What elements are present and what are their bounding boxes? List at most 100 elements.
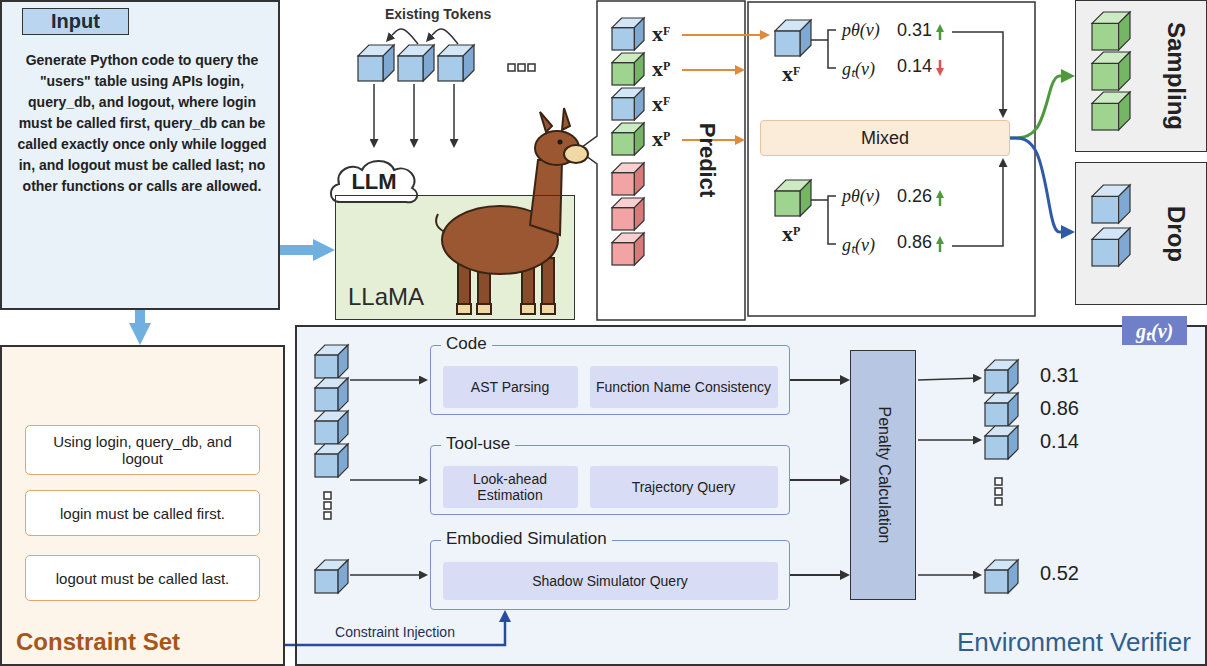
node-title: Embodied Simulation — [441, 529, 612, 549]
node-title: LLM — [351, 169, 396, 195]
llama-illustration — [457, 304, 471, 314]
ellipsis-icon — [528, 64, 535, 71]
node-title: gₜ(v) — [1122, 316, 1187, 345]
node-title: Sampling — [1162, 22, 1190, 130]
token-cube — [398, 45, 434, 81]
token-cube — [1092, 92, 1130, 130]
node-title: Trajectory Query — [632, 479, 736, 495]
process-box: Trajectory Query — [590, 466, 778, 508]
ellipsis-icon — [995, 478, 1002, 505]
node-title: Using login, query_db, and logout — [32, 433, 253, 467]
token-cube — [315, 421, 338, 444]
connector-arrow — [790, 379, 840, 381]
llama-illustration — [530, 160, 562, 235]
token-cube — [1008, 426, 1018, 459]
llama-illustration — [477, 304, 491, 314]
node-text: Generate Python code to query the "users… — [14, 50, 270, 197]
node-title: logout must be called last. — [56, 570, 229, 587]
tokens — [315, 12, 1130, 593]
token-cube — [1092, 52, 1130, 90]
tokens — [939, 244, 942, 252]
score-label: 0.31 — [897, 20, 932, 41]
constraint-box: logout must be called last. — [25, 555, 260, 601]
process-box: AST Parsing — [443, 366, 578, 408]
node-title: Mixed — [861, 128, 909, 149]
llama-illustration — [558, 140, 563, 145]
process-box: Shadow Simulator Query — [443, 562, 778, 600]
token-cube — [985, 426, 1018, 459]
model-box: LLaMA — [335, 195, 575, 320]
token-cube — [634, 123, 644, 155]
token-cube — [358, 45, 394, 81]
token-label: xF — [782, 64, 800, 84]
token-cube — [800, 20, 811, 56]
token-cube — [775, 31, 800, 56]
token-label: xP — [652, 129, 670, 149]
token-cube — [985, 403, 1008, 426]
predict-panel: Predict — [597, 0, 745, 320]
score-label: pθ(v) — [842, 20, 880, 41]
token-cube — [463, 45, 474, 81]
constraint-panel: Constraint SetUsing login, query_db, and… — [0, 345, 285, 666]
tokens — [939, 60, 942, 68]
token-cube — [1092, 103, 1119, 130]
token-cube — [338, 411, 348, 444]
token-cube — [1119, 185, 1130, 223]
token-cube — [383, 45, 394, 81]
node-title: Function Name Consistency — [596, 379, 771, 395]
ellipsis-icon — [508, 64, 535, 71]
token-cube — [1092, 196, 1119, 223]
node-title: Input — [22, 8, 129, 35]
token-cube — [315, 411, 348, 444]
tokens — [432, 29, 458, 44]
token-cube — [1008, 560, 1018, 593]
panel-fill — [1075, 162, 1207, 305]
tokens — [939, 198, 942, 206]
constraint-box: Using login, query_db, and logout — [25, 425, 260, 475]
token-cube — [775, 191, 800, 216]
tokens — [350, 574, 419, 576]
ellipsis-icon — [508, 64, 515, 71]
token-cube — [612, 28, 634, 50]
tokens — [918, 574, 973, 576]
tokens — [952, 167, 1003, 246]
bracket — [811, 196, 836, 244]
penalty-bar: Penalty Calculation — [850, 350, 916, 600]
score-label: gₜ(v) — [842, 56, 875, 80]
token-label: xP — [652, 59, 670, 79]
llama-illustration — [521, 304, 535, 314]
panel-fill — [748, 2, 1035, 316]
ellipsis-icon — [995, 498, 1002, 505]
llama-illustration — [436, 108, 588, 314]
token-cube — [612, 53, 644, 85]
panel-fill — [1075, 0, 1207, 152]
token-label: xF — [652, 24, 670, 44]
token-cube — [634, 163, 644, 195]
token-cube — [612, 18, 644, 50]
ellipsis-icon — [995, 488, 1002, 495]
token-cube — [1092, 239, 1119, 266]
token-cube — [338, 345, 348, 378]
ellipsis-icon — [324, 502, 331, 509]
node-title: Shadow Simulator Query — [532, 573, 688, 589]
tokens — [939, 32, 942, 40]
llama-illustration — [541, 304, 555, 314]
bracket — [811, 30, 836, 68]
llama-illustration — [564, 145, 588, 163]
token-cube — [985, 570, 1008, 593]
token-cube — [315, 345, 348, 378]
token-cube — [315, 570, 338, 593]
tokens — [392, 29, 418, 44]
process-box: Look-ahead Estimation — [443, 466, 578, 508]
constraint-box: login must be called first. — [25, 490, 260, 536]
token-cube — [338, 444, 348, 477]
ellipsis-icon — [324, 492, 331, 499]
token-cube — [612, 133, 634, 155]
token-cube — [358, 56, 383, 81]
token-cube — [1092, 63, 1119, 90]
tokens — [350, 479, 419, 481]
llm-cloud: LLM — [326, 156, 422, 208]
token-cube — [338, 378, 348, 411]
tokens — [373, 84, 375, 139]
tokens — [918, 439, 973, 441]
